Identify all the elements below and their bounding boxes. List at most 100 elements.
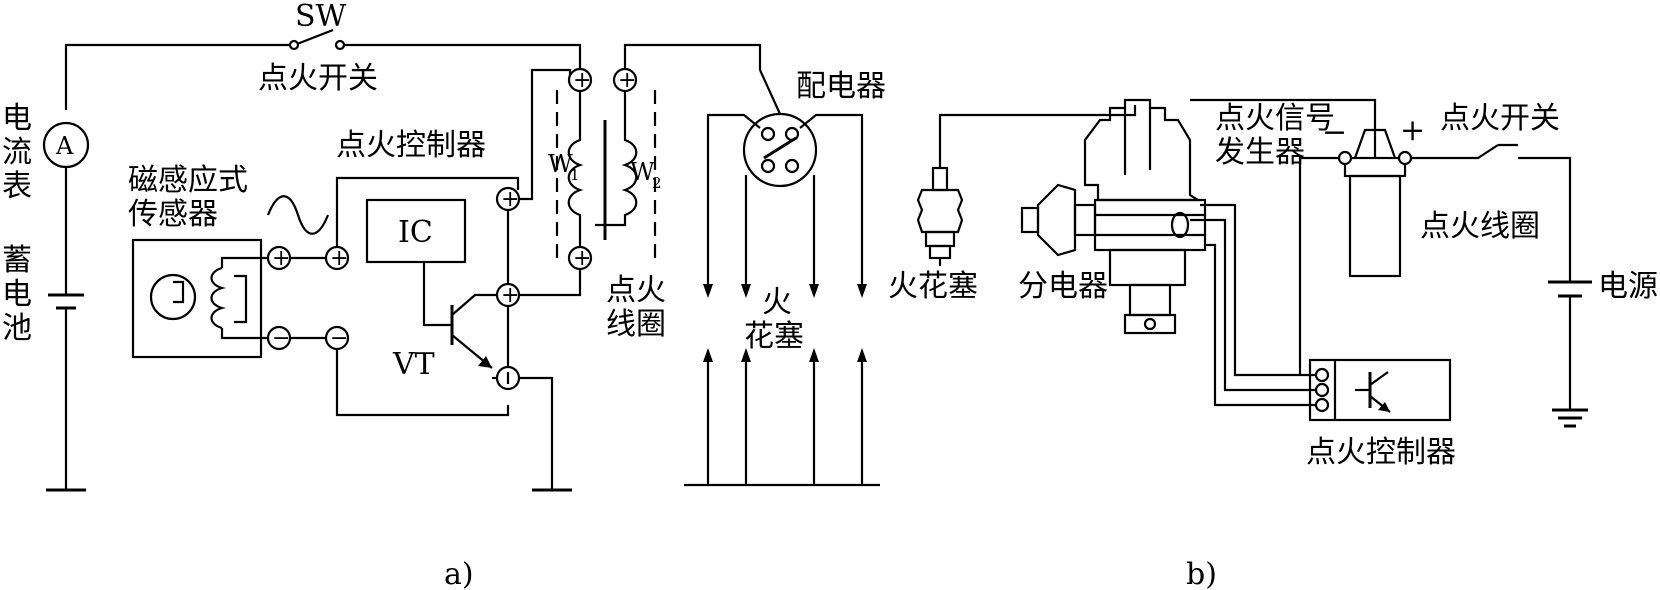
spark-plug-wire xyxy=(938,105,1137,168)
arrow-up-1 xyxy=(703,348,713,362)
signal-wire-2-ext xyxy=(1200,203,1322,377)
caption-a: a) xyxy=(444,557,474,590)
sine-wave-icon xyxy=(266,195,330,235)
arrow-down-1 xyxy=(703,284,713,298)
coil-minus-sign: − xyxy=(1322,115,1347,150)
distributor-cap-b xyxy=(1083,98,1202,202)
plus-sign: + xyxy=(272,246,290,271)
coil-tower xyxy=(1353,128,1397,159)
primary-winding-w1 xyxy=(567,91,584,247)
plus-sign: + xyxy=(573,68,591,93)
coil-terminal-minus-b xyxy=(1337,150,1353,166)
switch-to-power-wire xyxy=(1518,156,1572,282)
signal-generator-pickup xyxy=(1170,211,1190,239)
arrow-down-2 xyxy=(741,284,751,298)
vacuum-nipple xyxy=(1020,206,1040,234)
plus-sign: + xyxy=(501,187,519,212)
plus-sign: + xyxy=(618,68,636,93)
w1-label: W xyxy=(548,150,573,178)
ammeter-letter: A xyxy=(55,132,74,160)
controller-box-b xyxy=(1308,358,1452,422)
transistor-emitter-arrow xyxy=(478,356,492,368)
distributor-cap-ribs xyxy=(1123,108,1152,175)
spark-plug-label-1: 火 xyxy=(762,285,792,320)
sensor-rotor xyxy=(149,273,197,321)
controller-label: 点火控制器 xyxy=(336,128,486,163)
vacuum-advance-unit xyxy=(1036,183,1077,257)
distributor-out-1 xyxy=(706,113,761,129)
sensor-label-1: 磁感应式 xyxy=(128,163,248,198)
ammeter-label-2: 流 xyxy=(2,135,32,170)
coil-hv-wire xyxy=(623,43,762,70)
spark-plug-label: 火花塞 xyxy=(888,269,978,304)
controller-transistor-collector xyxy=(1369,371,1389,386)
spark-plug-label-2: 花塞 xyxy=(744,319,804,354)
power-source-label: 电源 xyxy=(1598,269,1658,304)
ignition-switch-label-b: 点火开关 xyxy=(1440,101,1560,136)
arrow-up-4 xyxy=(857,348,867,362)
ignition-switch-label: 点火开关 xyxy=(258,61,378,96)
vacuum-link xyxy=(1073,203,1097,237)
distributor-input-wire xyxy=(758,69,782,115)
battery-label-3: 池 xyxy=(2,311,32,346)
supply-wire-left xyxy=(64,43,290,110)
diagram-a: SW 点火开关 A 电 流 表 蓄 电 池 磁感应式 传感器 + − xyxy=(2,0,886,590)
controller-terminal-minus xyxy=(324,325,350,351)
w1-subscript: 1 xyxy=(570,166,580,184)
coil-label-b: 点火线圈 xyxy=(1420,209,1540,244)
coil-label-2: 线圈 xyxy=(606,307,666,342)
diagram-b: 火花塞 分电器 点火信号 发生器 − + 点火线圈 xyxy=(888,98,1658,590)
controller-pin-3 xyxy=(1314,397,1330,413)
arrow-up-3 xyxy=(809,348,819,362)
arrow-down-4 xyxy=(857,284,867,298)
controller-label-b: 点火控制器 xyxy=(1306,435,1456,470)
ammeter-label-1: 电 xyxy=(2,101,32,136)
sensor-box xyxy=(131,238,263,359)
arrow-up-2 xyxy=(741,348,751,362)
plus-sign: + xyxy=(573,246,591,271)
controller-pin-2 xyxy=(1314,382,1330,398)
minus-sign: − xyxy=(272,326,290,351)
coil-hv-wire-b xyxy=(1190,98,1377,158)
controller-box-top xyxy=(335,176,520,258)
transistor-label: VT xyxy=(392,347,435,382)
supply-wire-right xyxy=(344,43,582,80)
ammeter-label-3: 表 xyxy=(2,169,32,204)
distributor-out-4 xyxy=(799,113,864,129)
ic-to-base-wire xyxy=(422,262,452,327)
switch-contact-right xyxy=(334,39,346,51)
sensor-lead-bottom xyxy=(220,328,268,340)
distributor-rotor xyxy=(763,136,797,160)
controller-ground-wire xyxy=(519,376,554,490)
spark-plug-terminal xyxy=(931,166,949,192)
ic-label: IC xyxy=(398,215,433,250)
spark-plug-hex xyxy=(924,230,956,248)
coil-to-switch-wire xyxy=(1411,144,1499,160)
signal-wire-3 xyxy=(1205,243,1322,407)
minus-sign: − xyxy=(330,326,348,351)
controller-transistor-arrow xyxy=(1378,402,1390,412)
distributor-drive xyxy=(1123,313,1177,335)
sensor-lead-top xyxy=(220,256,268,268)
distributor-label-b: 分电器 xyxy=(1018,269,1108,304)
coil-terminal-plus-b xyxy=(1397,150,1413,166)
spark-plug-thread xyxy=(928,244,952,260)
arrow-down-3 xyxy=(809,284,819,298)
signal-generator-label-1: 点火信号 xyxy=(1215,101,1335,136)
controller-pin-1 xyxy=(1314,367,1330,383)
distributor-contact-4 xyxy=(784,158,800,174)
w2-subscript: 2 xyxy=(652,174,662,192)
switch-contact-left xyxy=(288,39,300,51)
secondary-winding-w2 xyxy=(595,91,638,227)
coil-label-1: 点火 xyxy=(606,273,666,308)
plus-sign: + xyxy=(501,283,519,308)
coil-to-controller-wire-b xyxy=(1298,156,1339,375)
battery-label-2: 电 xyxy=(2,277,32,312)
distributor-drive-pin xyxy=(1143,317,1157,331)
sensor-core xyxy=(234,274,248,324)
distributor-contact-2 xyxy=(784,126,800,142)
distributor-contact-3 xyxy=(760,158,776,174)
battery-label-1: 蓄 xyxy=(2,243,32,278)
coil-feed-wire xyxy=(518,68,572,201)
